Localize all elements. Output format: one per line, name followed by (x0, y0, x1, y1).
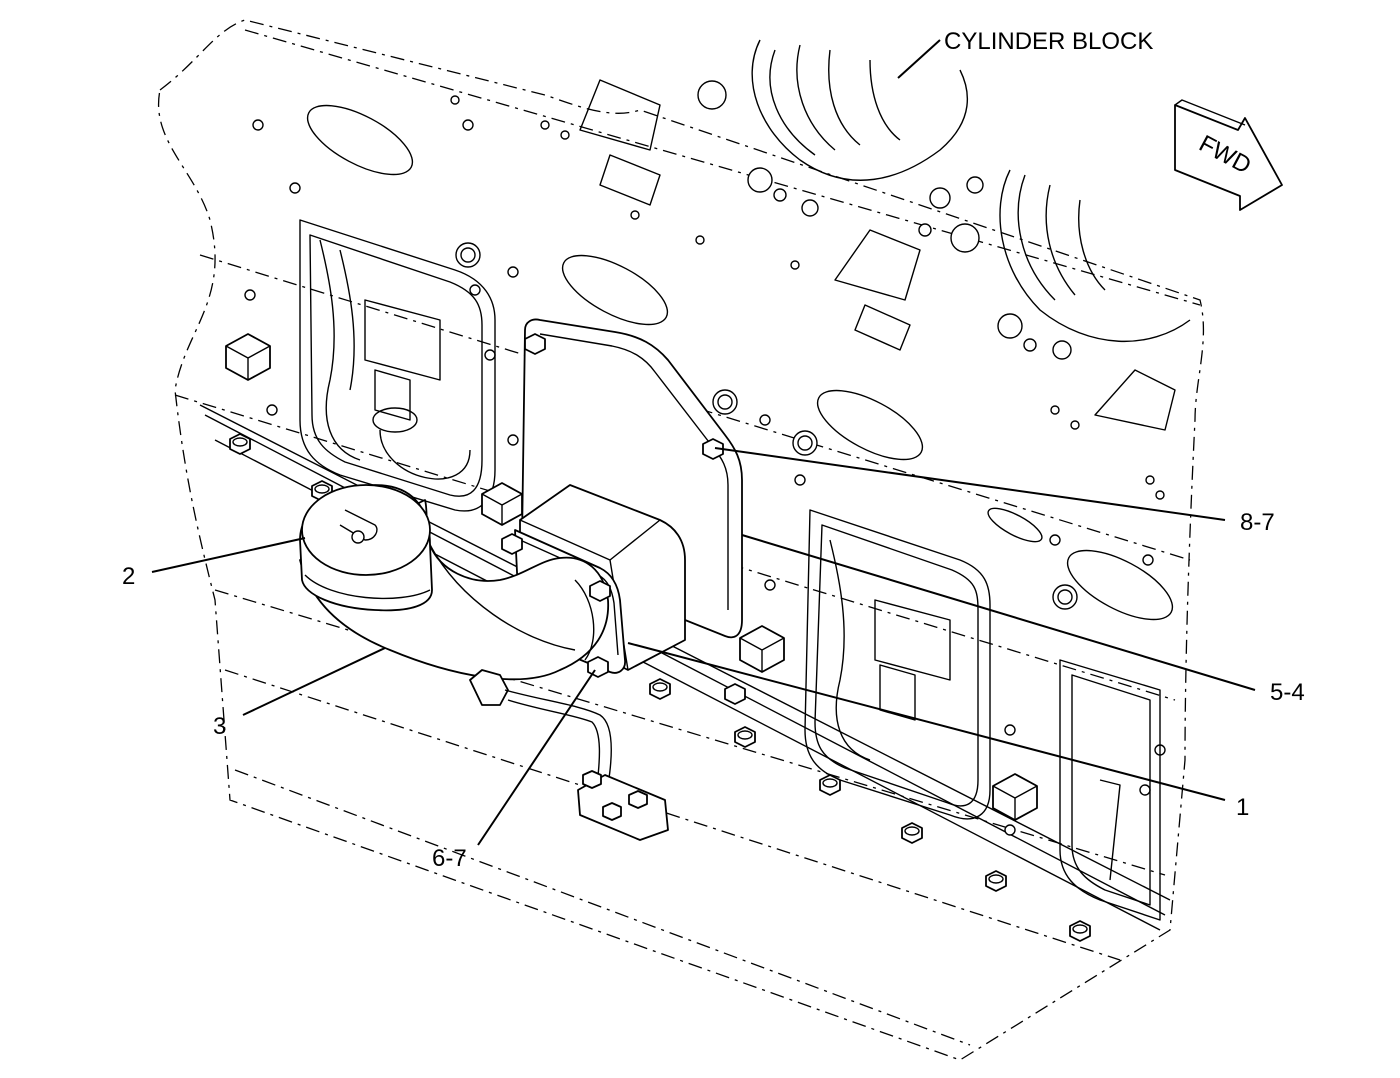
leader-6-7 (477, 669, 596, 846)
leader-5-4 (741, 534, 1256, 691)
forward-direction-arrow: FWD (1174, 99, 1283, 211)
breather-cap (299, 484, 433, 612)
leader-2 (151, 537, 306, 573)
leader-1 (627, 642, 1226, 801)
callout-labels: CYLINDER BLOCK 8-7 2 5-4 3 1 6-7 (122, 28, 1305, 872)
block-slots (306, 79, 1176, 621)
leader-cylinder-block (897, 39, 941, 79)
drain-hose (469, 669, 669, 841)
label-8-7: 8-7 (1240, 509, 1275, 536)
label-3: 3 (213, 713, 226, 740)
leader-3 (242, 647, 386, 716)
label-cylinder-block: CYLINDER BLOCK (944, 28, 1153, 55)
label-5-4: 5-4 (1270, 679, 1305, 706)
leader-8-7 (714, 447, 1226, 521)
leader-lines (151, 39, 1256, 846)
label-2: 2 (122, 563, 135, 590)
flange-bolts (229, 433, 1091, 942)
label-6-7: 6-7 (432, 845, 467, 872)
plug-fittings (455, 242, 1078, 610)
hex-bolts (225, 333, 1038, 821)
label-1: 1 (1236, 794, 1249, 821)
cylinder-bores (751, 39, 1191, 342)
